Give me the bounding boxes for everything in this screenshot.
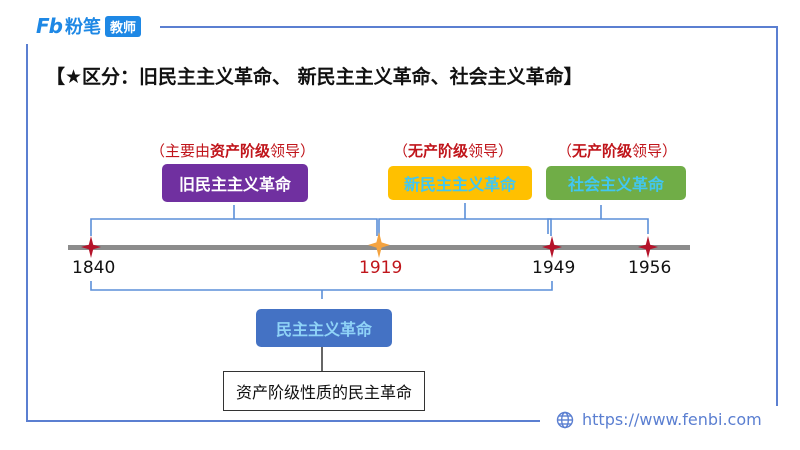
year-1949: 1949 bbox=[532, 258, 576, 278]
note-old-bold: 资产阶级 bbox=[210, 142, 271, 160]
year-1919: 1919 bbox=[359, 258, 403, 278]
star-icon-1956 bbox=[638, 236, 658, 258]
frame-left-line bbox=[26, 44, 28, 421]
note-soc-close: 领导） bbox=[632, 142, 678, 160]
page-title: 【★区分：旧民主主义革命、 新民主主义革命、社会主义革命】 bbox=[46, 66, 583, 88]
note-soc-open: （ bbox=[557, 142, 573, 160]
note-new-bold: 无产阶级 bbox=[408, 142, 469, 160]
bracket-old bbox=[90, 205, 378, 236]
brand-logo: Fb 粉笔 教师 bbox=[36, 14, 141, 38]
socialist-revolution-box: 社会主义革命 bbox=[546, 166, 686, 200]
frame-right-line bbox=[776, 26, 778, 406]
star-icon-1840 bbox=[81, 236, 101, 258]
note-new-open: （ bbox=[393, 142, 409, 160]
bracket-democratic bbox=[90, 281, 553, 299]
frame-bottom-line bbox=[26, 420, 540, 422]
bracket-new bbox=[378, 203, 552, 236]
globe-icon bbox=[556, 411, 574, 428]
year-1956: 1956 bbox=[628, 258, 672, 278]
logo-name: 粉笔 bbox=[64, 17, 101, 38]
star-icon-1949 bbox=[542, 236, 562, 258]
logo-badge: 教师 bbox=[104, 15, 141, 37]
footer-url-text[interactable]: https://www.fenbi.com bbox=[582, 410, 762, 429]
democratic-revolution-box: 民主主义革命 bbox=[256, 309, 392, 347]
revolution-nature-box: 资产阶级性质的民主革命 bbox=[223, 371, 425, 411]
note-soc-leadership: （无产阶级领导） bbox=[557, 140, 677, 161]
frame-top-line bbox=[160, 26, 778, 28]
footer-url[interactable]: https://www.fenbi.com bbox=[556, 410, 762, 429]
star-icon-1919 bbox=[368, 232, 390, 258]
note-old-open: （主要由 bbox=[150, 142, 211, 160]
note-old-close: 领导） bbox=[270, 142, 316, 160]
bracket-soc bbox=[547, 205, 649, 234]
new-democratic-revolution-box: 新民主主义革命 bbox=[388, 166, 532, 200]
note-new-close: 领导） bbox=[468, 142, 514, 160]
year-1840: 1840 bbox=[72, 258, 116, 278]
old-democratic-revolution-box: 旧民主主义革命 bbox=[162, 164, 308, 202]
note-old-leadership: （主要由资产阶级领导） bbox=[150, 140, 315, 161]
logo-mark: Fb bbox=[36, 14, 63, 38]
note-new-leadership: （无产阶级领导） bbox=[393, 140, 513, 161]
note-soc-bold: 无产阶级 bbox=[572, 142, 633, 160]
